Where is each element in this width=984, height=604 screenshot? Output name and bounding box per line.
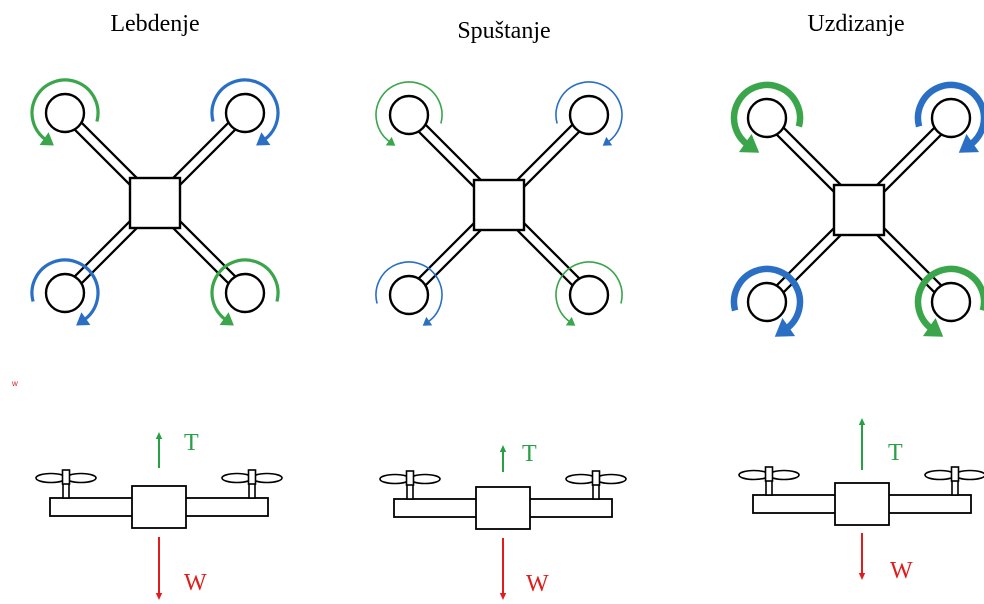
- thrust-arrow-head: [499, 445, 507, 452]
- rotation-arc: [30, 78, 100, 142]
- body-square: [472, 178, 526, 232]
- quadcopter-side-view: [35, 432, 283, 600]
- prop-hub: [764, 466, 774, 482]
- rotation-arrowhead: [256, 132, 271, 146]
- rotation-arc: [375, 81, 443, 143]
- panel-ascending: Uzdizanje T W: [730, 11, 984, 584]
- rotation-arrowhead: [602, 136, 613, 146]
- body-square: [832, 183, 886, 237]
- rotation-arc: [30, 258, 100, 322]
- rotation-arrowhead: [39, 132, 54, 146]
- weight-label: W: [526, 571, 549, 597]
- rotor-circle: [44, 92, 86, 134]
- rotation-arc: [730, 265, 804, 332]
- prop-blade: [221, 472, 253, 484]
- rotation-arrowhead: [958, 134, 980, 153]
- thrust-arrow-head: [155, 432, 163, 439]
- prop-blade: [768, 469, 800, 481]
- prop-blade: [379, 473, 411, 485]
- rotor-circle: [746, 97, 788, 139]
- thrust-label: T: [522, 441, 537, 467]
- rotation-arrowhead: [422, 316, 433, 326]
- body-box: [834, 482, 890, 526]
- weight-label: W: [184, 570, 207, 596]
- rotor-circle: [746, 281, 788, 323]
- prop-hub: [950, 466, 960, 482]
- rotor-circle: [224, 92, 266, 134]
- thrust-arrow-head: [858, 418, 866, 425]
- rotor-circle: [388, 94, 430, 136]
- rotor-circle: [388, 274, 430, 316]
- prop-blade: [738, 469, 770, 481]
- panel-title: Spuštanje: [457, 18, 550, 44]
- body-square: [128, 176, 182, 230]
- prop-blade: [954, 469, 984, 481]
- prop-blade: [65, 472, 97, 484]
- rotation-arc: [375, 261, 443, 323]
- prop-hub: [247, 469, 257, 485]
- rotor-circle: [930, 97, 972, 139]
- panel-title: Lebdenje: [110, 11, 199, 37]
- panel-descending: Spuštanje T W: [375, 18, 627, 600]
- rotation-arc: [555, 81, 623, 143]
- quadcopter-top-view: [375, 81, 623, 326]
- quadcopter-top-view: [30, 78, 280, 326]
- panel-hovering: Lebdenje T W: [30, 11, 283, 600]
- stray-mark: w: [11, 379, 18, 388]
- weight-arrow-head: [155, 593, 163, 600]
- rotation-arrowhead: [738, 134, 760, 153]
- rotor-circle: [44, 272, 86, 314]
- rotation-arrowhead: [76, 312, 91, 326]
- prop-hub: [591, 470, 601, 486]
- weight-arrow-head: [858, 573, 866, 580]
- weight-arrow-head: [499, 593, 507, 600]
- rotation-arrowhead: [922, 318, 944, 337]
- prop-blade: [409, 473, 441, 485]
- rotation-arc: [210, 78, 280, 142]
- rotation-arrowhead: [219, 312, 234, 326]
- body-box: [131, 485, 187, 529]
- rotation-arc: [555, 261, 623, 323]
- rotation-arc: [914, 265, 984, 332]
- body-box: [475, 486, 531, 530]
- prop-blade: [35, 472, 67, 484]
- quadcopter-top-view: [730, 81, 984, 337]
- panel-title: Uzdizanje: [807, 11, 904, 37]
- prop-hub: [405, 470, 415, 486]
- thrust-label: T: [184, 430, 199, 456]
- prop-blade: [251, 472, 283, 484]
- rotation-arrowhead: [774, 318, 796, 337]
- quadcopter-side-view: [379, 445, 627, 600]
- rotor-circle: [568, 94, 610, 136]
- rotation-arc: [914, 81, 984, 148]
- rotor-circle: [568, 274, 610, 316]
- rotor-circle: [930, 281, 972, 323]
- weight-label: W: [890, 558, 913, 584]
- rotation-arrowhead: [385, 136, 396, 146]
- prop-blade: [924, 469, 956, 481]
- thrust-label: T: [888, 440, 903, 466]
- prop-blade: [595, 473, 627, 485]
- rotation-arc: [730, 81, 804, 148]
- rotation-arrowhead: [565, 316, 576, 326]
- rotation-arc: [210, 258, 280, 322]
- rotor-circle: [224, 272, 266, 314]
- prop-hub: [61, 469, 71, 485]
- quadcopter-side-view: [738, 418, 984, 580]
- prop-blade: [565, 473, 597, 485]
